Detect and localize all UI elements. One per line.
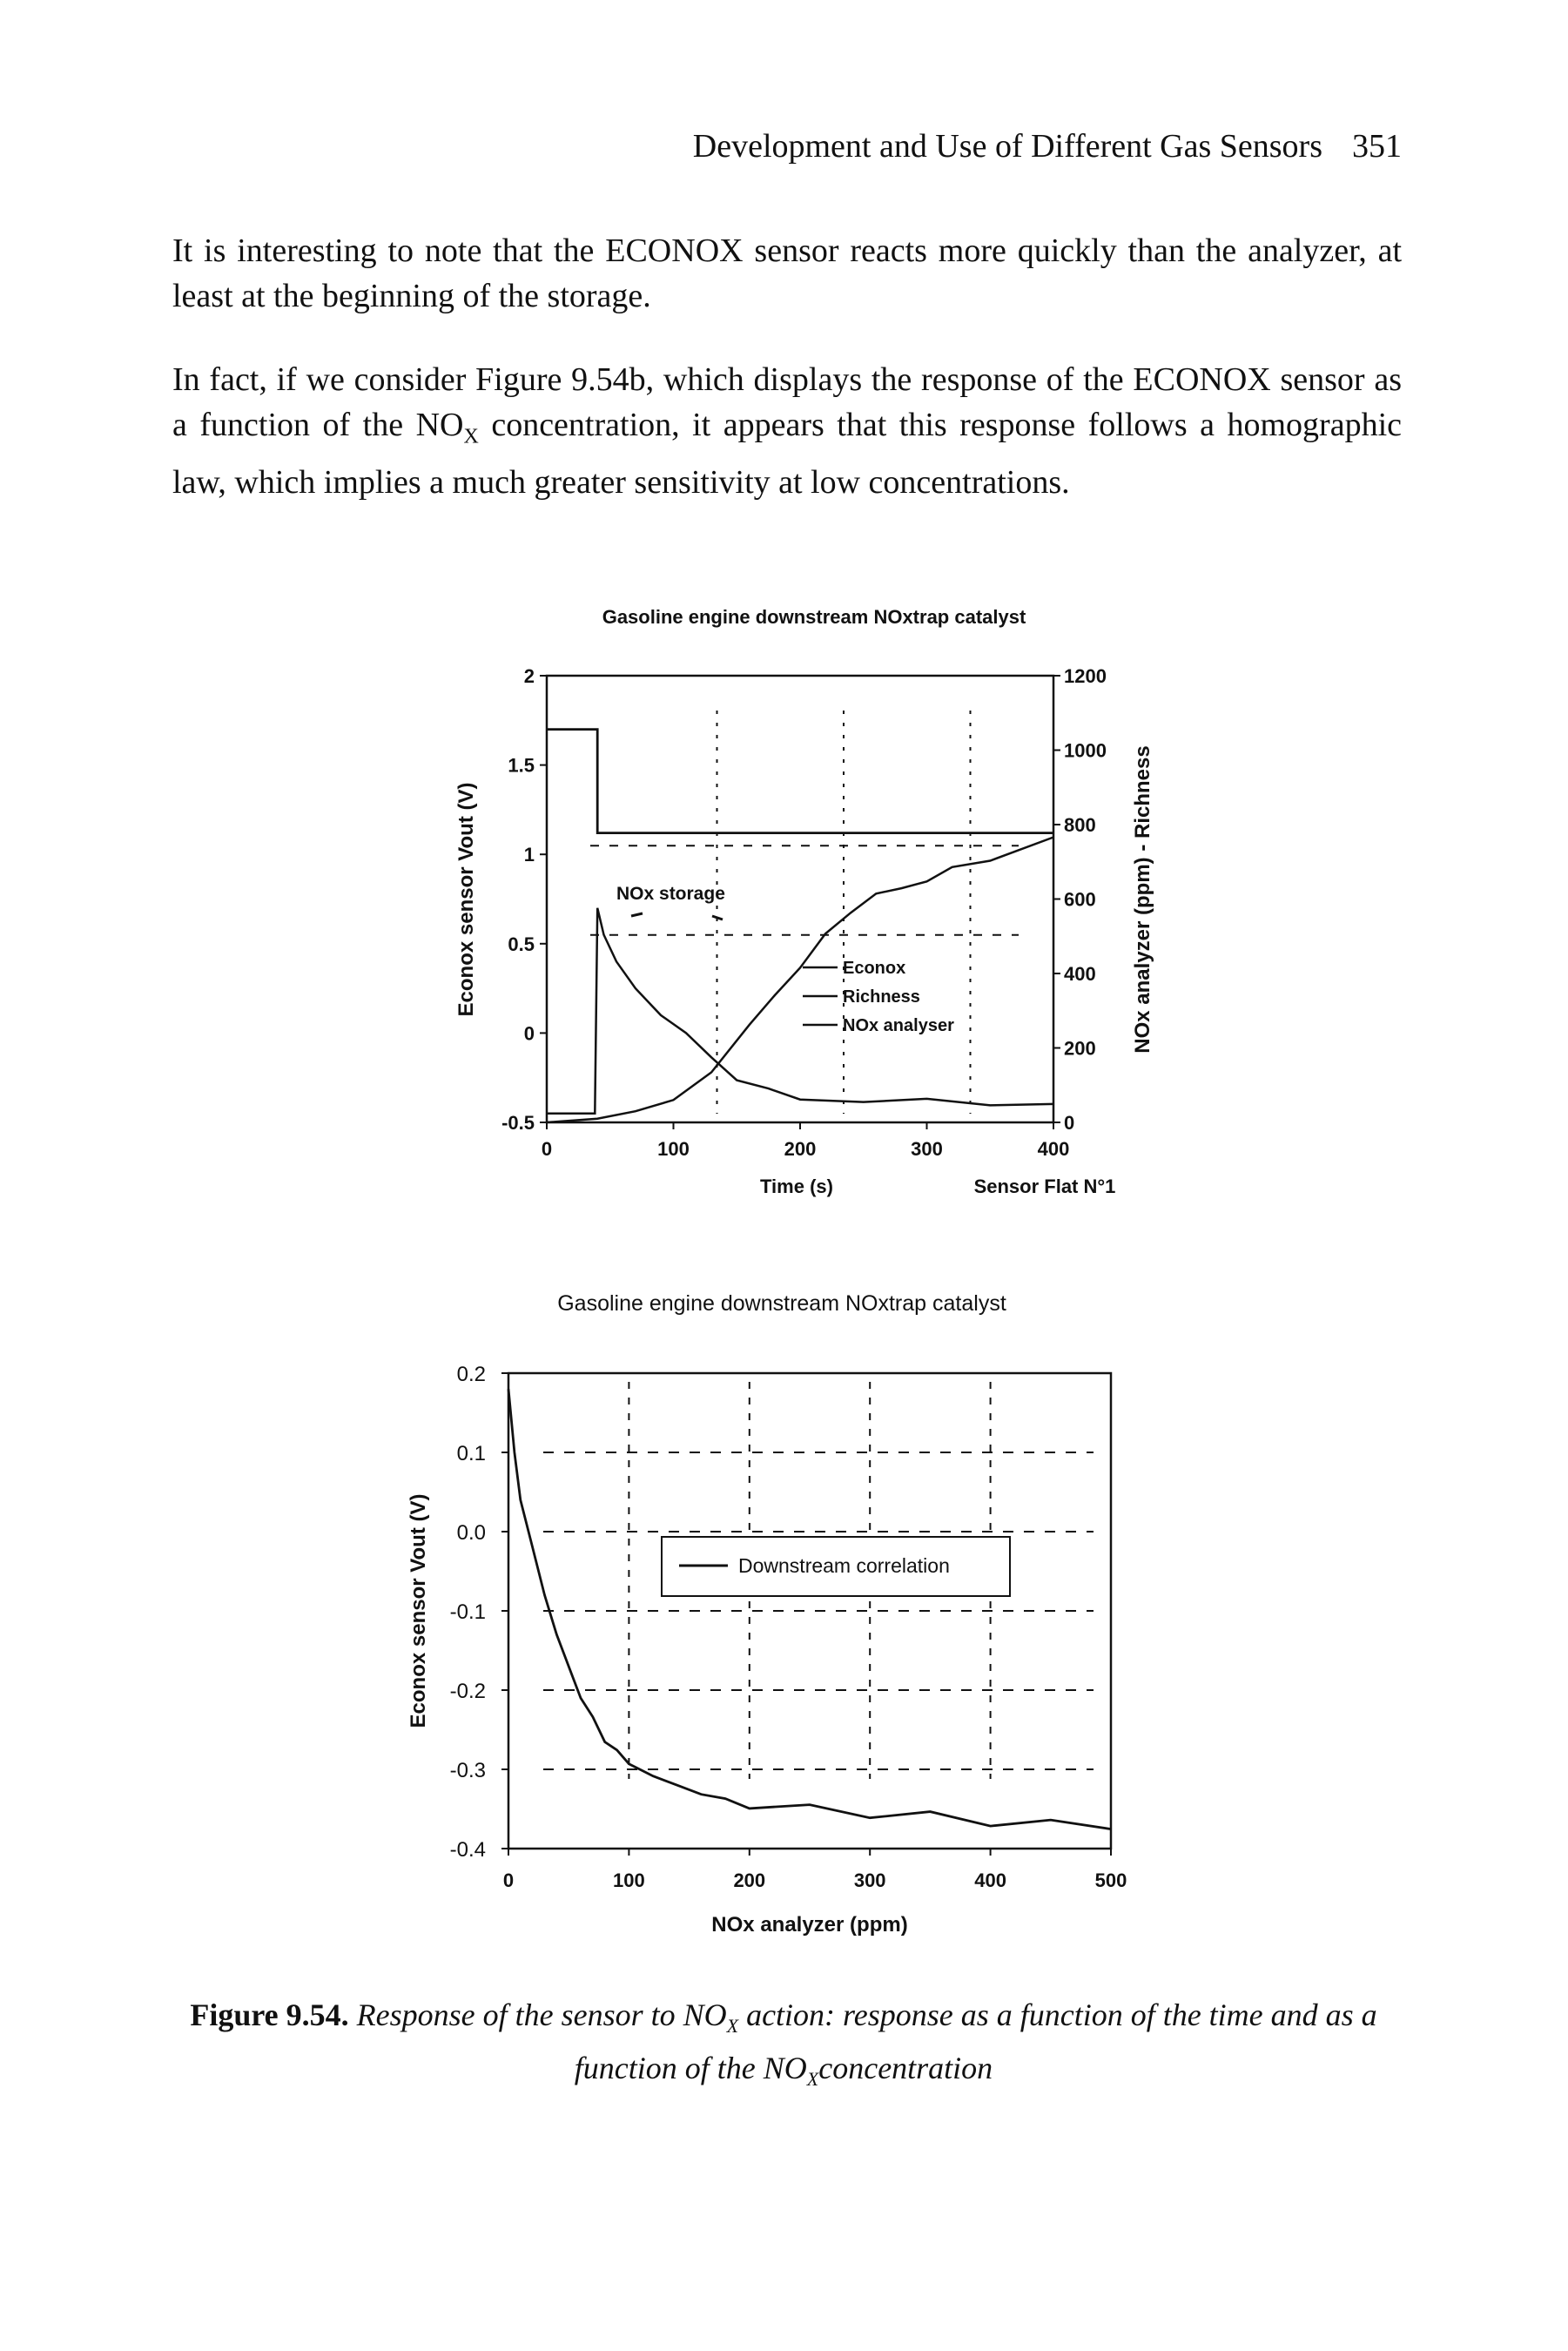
chart2-x-tick-label: 400 <box>974 1869 1006 1891</box>
chart2-y-tick-label: 0.1 <box>457 1442 486 1465</box>
caption-text-1: Response of the sensor to NO <box>348 1997 727 2032</box>
chart-correlation: Gasoline engine downstream NOxtrap catal… <box>407 1291 1127 1937</box>
chart1-ticks-group: 2 1.5 1 0.5 0 -0.5 1200 1000 800 600 400 200 0 0 100 20… <box>501 665 1107 1160</box>
chart1-y-tick-label: 1.5 <box>508 755 535 777</box>
caption-text-3: concentration <box>818 2051 993 2086</box>
paragraph-2-subscript: X <box>463 425 479 448</box>
caption-subscript-1: X <box>726 2015 739 2038</box>
chart1-x-tick-label: 300 <box>911 1138 943 1160</box>
chart1-y2-tick-label: 400 <box>1064 963 1096 985</box>
chart2-x-tick-label: 100 <box>613 1869 645 1891</box>
legend-label-richness: Richness <box>843 987 920 1007</box>
caption-subscript-2: X <box>806 2068 819 2091</box>
chart1-x-tick-label: 200 <box>784 1138 817 1160</box>
chart2-x-tick-label: 0 <box>503 1869 514 1891</box>
caption-label: Figure 9.54. <box>190 1997 349 2032</box>
chart2-grid <box>543 1382 1094 1779</box>
figure-caption: Figure 9.54. Response of the sensor to N… <box>174 1994 1393 2100</box>
chart2-y-tick-label: -0.2 <box>450 1680 486 1703</box>
chart1-y2-tick-label: 800 <box>1064 814 1096 836</box>
chart2-ticks-group: 0.2 0.1 0.0 -0.1 -0.2 -0.3 -0.4 0 100 200 300 400 50… <box>450 1363 1127 1891</box>
chart1-series-nox-analyser <box>546 836 1054 1124</box>
paragraph-2: In fact, if we consider Figure 9.54b, wh… <box>172 357 1402 505</box>
chart1-y2-tick-label: 1200 <box>1064 665 1107 687</box>
running-head: Development and Use of Different Gas Sen… <box>670 127 1402 165</box>
legend-label-nox-analyser: NOx analyser <box>843 1016 954 1035</box>
chart1-sensor-note: Sensor Flat N°1 <box>974 1176 1116 1197</box>
chart1-annotation-nox-storage: NOx storage <box>616 884 725 904</box>
chart2-x-tick-label: 200 <box>733 1869 765 1891</box>
chart1-y2-axis-label: NOx analyzer (ppm) - Richness <box>1131 745 1154 1053</box>
chart1-series-group <box>546 728 1054 1124</box>
chart1-y2-tick-label: 0 <box>1064 1112 1074 1134</box>
chart2-series-downstream-correlation <box>507 1389 1112 1830</box>
paragraph-2-part-b: concentration, it appears that this resp… <box>172 407 1403 501</box>
chart1-y-tick-label: 2 <box>524 665 535 687</box>
chart1-y-axis-label: Econox sensor Vout (V) <box>454 783 478 1017</box>
chart2-plot-frame <box>507 1371 1113 1850</box>
chart2-y-tick-label: -0.3 <box>450 1759 486 1782</box>
chart2-series-group <box>507 1389 1112 1830</box>
chart1-y-tick-label: 1 <box>524 844 535 866</box>
chart1-title: Gasoline engine downstream NOxtrap catal… <box>602 606 1026 628</box>
chart1-x-tick-label: 0 <box>542 1138 552 1160</box>
chart1-grid <box>590 711 1019 1114</box>
chart1-x-axis-label: Time (s) <box>760 1176 833 1197</box>
running-title: Development and Use of Different Gas Sen… <box>692 128 1322 165</box>
chart1-annotation-arrow-left <box>630 912 643 918</box>
chart2-y-tick-label: 0.2 <box>457 1363 486 1386</box>
paragraph-1: It is interesting to note that the ECONO… <box>172 232 1402 314</box>
chart2-y-tick-label: 0.0 <box>457 1521 486 1545</box>
chart2-y-tick-label: -0.1 <box>450 1600 486 1624</box>
chart1-x-tick-label: 100 <box>657 1138 690 1160</box>
legend-label-econox: Econox <box>843 959 905 978</box>
chart1-annotation-arrow-right <box>711 914 723 921</box>
chart2-x-tick-label: 300 <box>854 1869 886 1891</box>
chart1-y2-tick-label: 1000 <box>1064 740 1107 762</box>
page-number: 351 <box>1352 128 1402 165</box>
chart1-y2-tick-label: 200 <box>1064 1038 1096 1060</box>
chart2-x-axis-label: NOx analyzer (ppm) <box>711 1913 907 1937</box>
chart1-y-tick-label: 0 <box>524 1022 535 1044</box>
chart1-legend: Econox Richness NOx analyser <box>803 959 954 1035</box>
chart1-x-tick-label: 400 <box>1038 1138 1070 1160</box>
chart2-y-tick-label: -0.4 <box>450 1838 486 1862</box>
paragraph-2-part-a: In fact, if we consider Figure 9.54b, wh… <box>172 361 1402 443</box>
caption-text-2: action: response as a function of the ti… <box>574 1997 1377 2086</box>
chart1-y-tick-label: 0.5 <box>508 933 535 955</box>
chart-time-response: Gasoline engine downstream NOxtrap catal… <box>454 606 1154 1197</box>
chart1-series-econox <box>547 907 1054 1115</box>
chart2-x-tick-label: 500 <box>1095 1869 1127 1891</box>
chart2-y-axis-label: Econox sensor Vout (V) <box>407 1494 430 1728</box>
chart1-y-tick-label: -0.5 <box>501 1112 535 1134</box>
chart1-y2-tick-label: 600 <box>1064 889 1096 911</box>
chart1-series-richness <box>547 728 1053 834</box>
chart2-title: Gasoline engine downstream NOxtrap catal… <box>557 1291 1006 1316</box>
chart2-legend-label: Downstream correlation <box>738 1554 950 1577</box>
